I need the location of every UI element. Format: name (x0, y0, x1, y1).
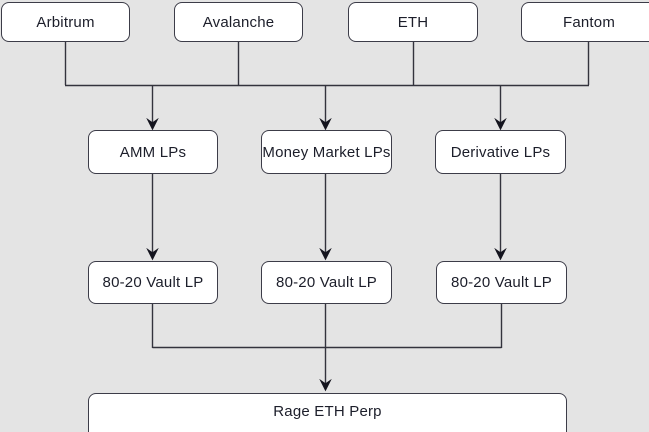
node-label: Fantom (562, 13, 616, 31)
node-vault-lp-3: 80-20 Vault LP (436, 261, 567, 304)
node-fantom: Fantom (521, 2, 649, 42)
node-label: ETH (397, 13, 429, 31)
node-vault-lp-1: 80-20 Vault LP (88, 261, 218, 304)
node-label: AMM LPs (119, 143, 187, 161)
node-derivative-lps: Derivative LPs (435, 130, 566, 174)
node-amm-lps: AMM LPs (88, 130, 218, 174)
node-eth: ETH (348, 2, 478, 42)
node-label: Rage ETH Perp (273, 403, 382, 420)
node-label: Avalanche (202, 13, 275, 31)
node-label: Derivative LPs (450, 143, 551, 161)
node-vault-lp-2: 80-20 Vault LP (261, 261, 392, 304)
node-label: 80-20 Vault LP (102, 274, 204, 291)
node-rage-eth-perp: Rage ETH Perp (88, 393, 567, 432)
node-avalanche: Avalanche (174, 2, 303, 42)
node-label: Money Market LPs (262, 143, 391, 161)
node-arbitrum: Arbitrum (1, 2, 130, 42)
node-label: 80-20 Vault LP (276, 274, 377, 291)
node-money-market-lps: Money Market LPs (261, 130, 392, 174)
node-label: Arbitrum (36, 13, 95, 31)
node-label: 80-20 Vault LP (451, 274, 552, 291)
